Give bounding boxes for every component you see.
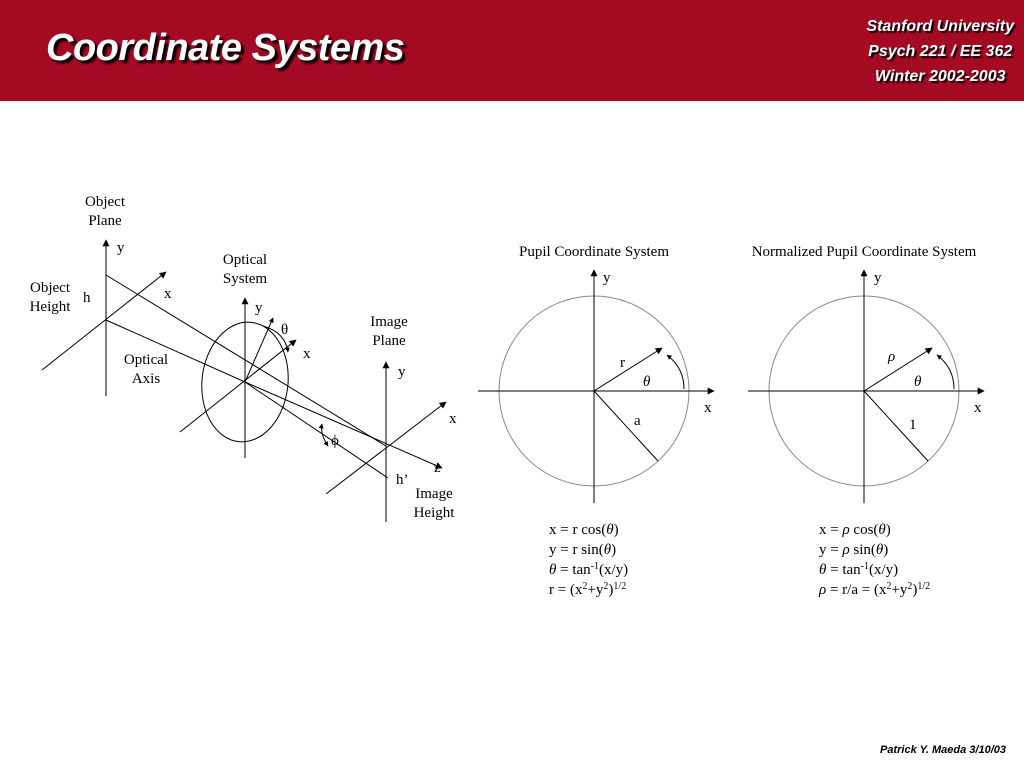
- university-name: Stanford University: [866, 18, 1014, 35]
- normalized-eq-x: x = ρ cos(θ): [819, 522, 891, 538]
- lens-y-label: y: [255, 300, 263, 316]
- pupil-r-label: r: [620, 355, 625, 371]
- normalized-eq-y: y = ρ sin(θ): [819, 542, 889, 558]
- normalized-theta-arc: [936, 354, 955, 390]
- pupil-eq-r: r = (x2+y2)1/2: [549, 581, 627, 599]
- image-y-label: y: [398, 364, 406, 380]
- normalized-unit-radius: [863, 390, 929, 462]
- ray-chief: [105, 274, 387, 447]
- optical-diagram: [41, 239, 447, 522]
- pupil-r-vector: [593, 347, 663, 392]
- pupil-a-label: a: [634, 413, 641, 429]
- pupil-a-radius: [593, 390, 659, 462]
- image-height-label-2: Height: [414, 505, 456, 521]
- lens-x-label: x: [303, 346, 311, 362]
- image-plane-label-2: Plane: [372, 333, 406, 349]
- course-info: Stanford University Psych 221 / EE 362 W…: [866, 14, 1014, 89]
- pupil-labels: Pupil Coordinate System y r θ x a: [519, 244, 712, 429]
- pupil-title: Pupil Coordinate System: [519, 244, 669, 260]
- image-x-axis: [325, 401, 447, 495]
- pupil-eq-x: x = r cos(θ): [549, 522, 619, 538]
- normalized-equations: x = ρ cos(θ) y = ρ sin(θ) θ = tan-1(x/y)…: [819, 520, 930, 600]
- image-x-label: x: [449, 411, 457, 427]
- phi-arc: [318, 423, 329, 447]
- normalized-x-label: x: [974, 400, 982, 416]
- slide-title: Coordinate Systems: [46, 27, 405, 69]
- pupil-theta-label: θ: [643, 374, 651, 390]
- object-height-label-1: Object: [30, 280, 71, 296]
- optical-labels: Object Plane y Object Height h x Optical…: [30, 194, 457, 521]
- object-h-label: h: [83, 290, 91, 306]
- lens-theta-label: θ: [281, 322, 288, 338]
- object-x-axis: [41, 271, 167, 371]
- author-footer: Patrick Y. Maeda 3/10/03: [880, 744, 1006, 756]
- normalized-eq-theta: θ = tan-1(x/y): [819, 561, 899, 579]
- optical-axis-label-1: Optical: [124, 352, 168, 368]
- h-prime-label: h’: [396, 472, 409, 488]
- object-plane-label-2: Plane: [88, 213, 122, 229]
- title-banner: [0, 0, 1024, 101]
- normalized-labels: Normalized Pupil Coordinate System y ρ θ…: [752, 244, 982, 433]
- normalized-theta-label: θ: [914, 374, 922, 390]
- image-plane-label-1: Image: [370, 314, 408, 330]
- lens-ellipse: [201, 321, 289, 443]
- normalized-rho-label: ρ: [887, 349, 895, 365]
- normalized-y-label: y: [874, 270, 882, 286]
- pupil-y-label: y: [603, 270, 611, 286]
- lens-theta-arc: [262, 325, 290, 353]
- normalized-diagram: [748, 269, 985, 503]
- pupil-theta-arc: [666, 354, 685, 390]
- object-height-label-2: Height: [30, 299, 72, 315]
- phi-label: ϕ: [331, 433, 339, 449]
- optical-system-label-1: Optical: [223, 252, 267, 268]
- normalized-one-label: 1: [909, 417, 917, 433]
- z-label: z: [434, 460, 441, 476]
- term: Winter 2002-2003: [874, 68, 1006, 85]
- course-name: Psych 221 / EE 362: [868, 43, 1013, 60]
- normalized-eq-rho: ρ = r/a = (x2+y2)1/2: [819, 581, 931, 599]
- pupil-diagram: [478, 269, 715, 503]
- optical-axis-line: [244, 381, 443, 469]
- object-y-label: y: [117, 240, 125, 256]
- object-plane-label-1: Object: [85, 194, 126, 210]
- pupil-equations: x = r cos(θ) y = r sin(θ) θ = tan-1(x/y)…: [549, 520, 628, 600]
- ray-axis: [105, 319, 246, 383]
- optical-axis-label-2: Axis: [132, 371, 161, 387]
- lens-x-axis: [179, 339, 297, 433]
- pupil-eq-theta: θ = tan-1(x/y): [549, 561, 629, 579]
- ray-image: [244, 381, 389, 479]
- object-x-label: x: [164, 286, 172, 302]
- normalized-rho-vector: [863, 347, 933, 392]
- image-height-label-1: Image: [415, 486, 453, 502]
- pupil-x-label: x: [704, 400, 712, 416]
- normalized-title: Normalized Pupil Coordinate System: [752, 244, 977, 260]
- lens-radius: [244, 317, 274, 383]
- pupil-eq-y: y = r sin(θ): [549, 542, 617, 558]
- optical-system-label-2: System: [223, 271, 268, 287]
